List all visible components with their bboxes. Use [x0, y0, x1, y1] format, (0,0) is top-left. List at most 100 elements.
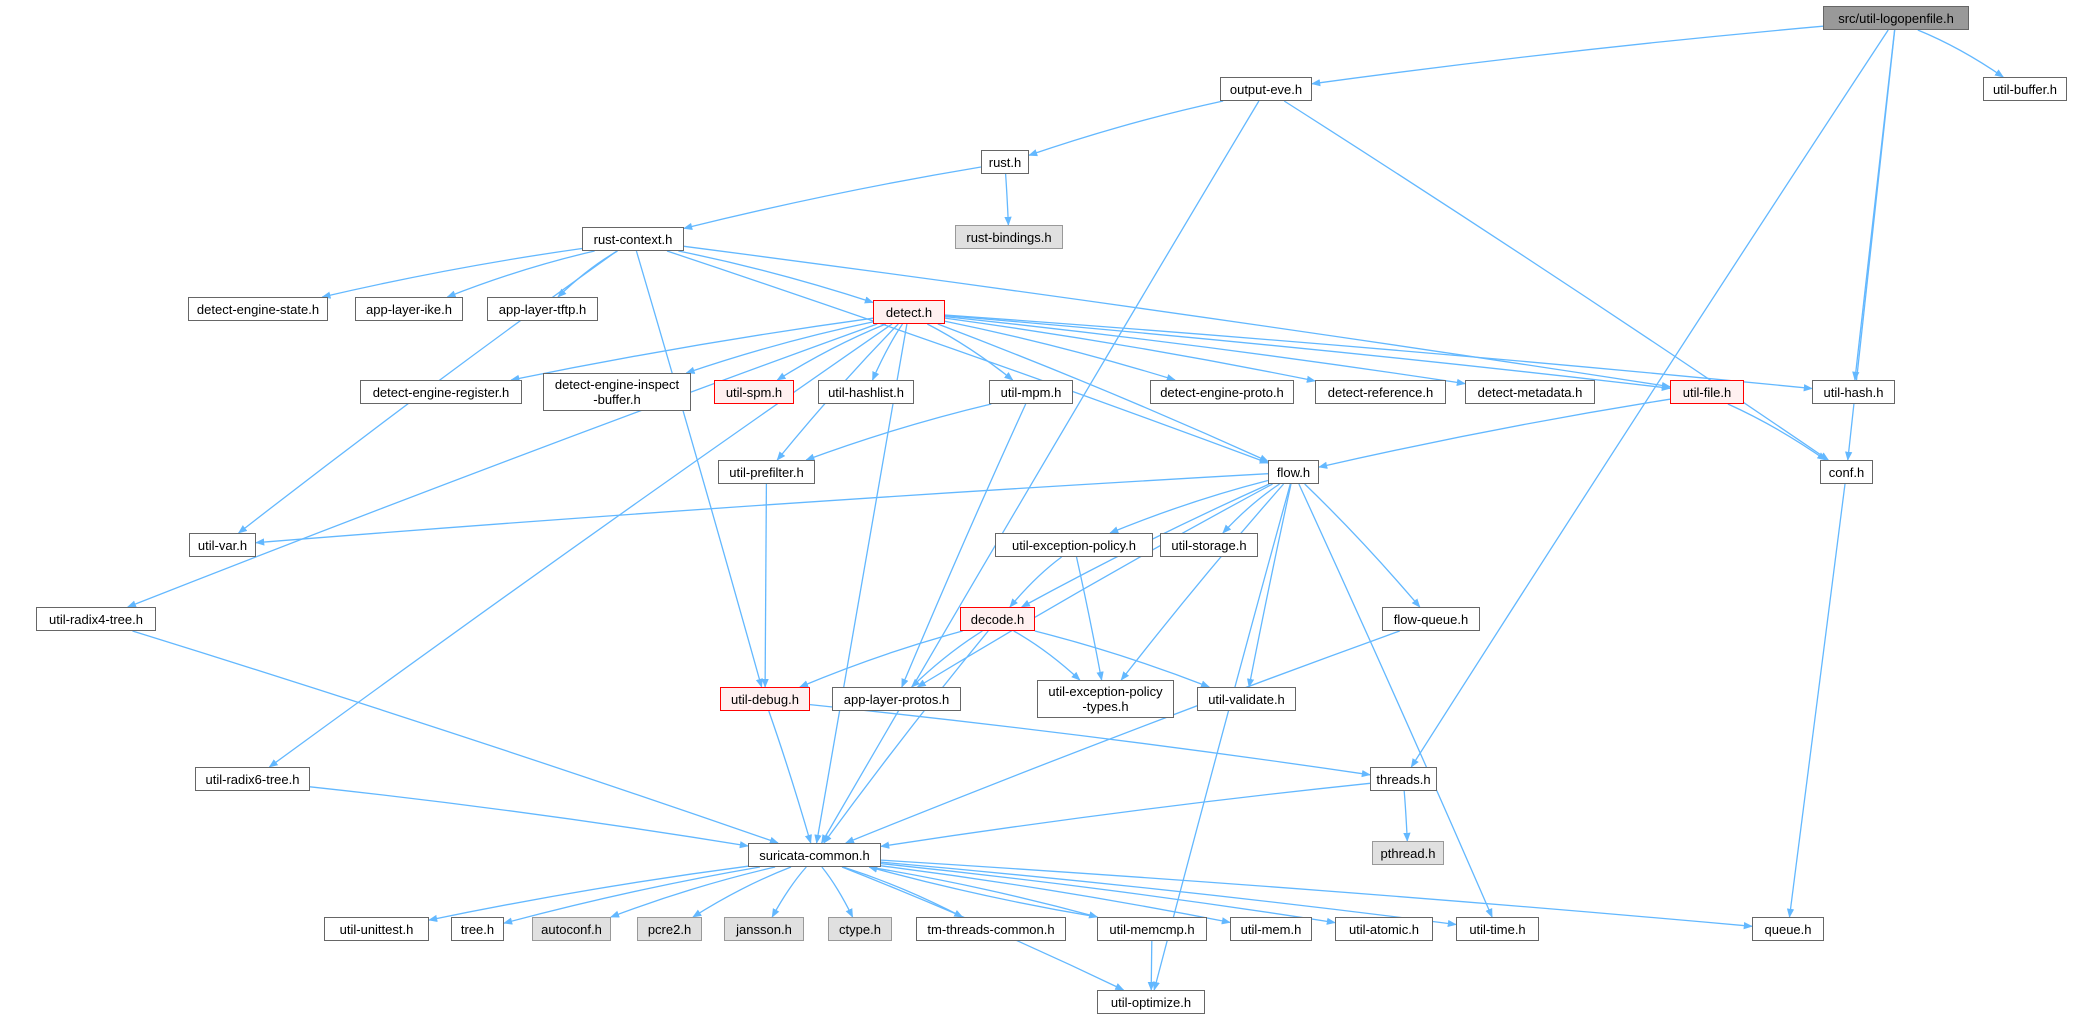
node-detect-engine-inspect-buffer[interactable]: detect-engine-inspect -buffer.h: [543, 373, 691, 411]
node-detect-engine-register[interactable]: detect-engine-register.h: [360, 380, 522, 404]
node-jansson[interactable]: jansson.h: [724, 917, 804, 941]
node-root[interactable]: src/util-logopenfile.h: [1823, 6, 1969, 30]
edge-detect-to-util-file: [944, 314, 1671, 391]
node-util-hashlist[interactable]: util-hashlist.h: [818, 380, 914, 404]
node-util-memcmp[interactable]: util-memcmp.h: [1097, 917, 1207, 941]
edge-flow-to-app-layer-protos: [916, 483, 1273, 688]
node-app-layer-protos[interactable]: app-layer-protos.h: [832, 687, 961, 711]
edge-util-exception-policy-to-util-exception-policy-types: [1075, 556, 1104, 681]
node-pthread[interactable]: pthread.h: [1372, 841, 1444, 865]
node-app-layer-ike[interactable]: app-layer-ike.h: [355, 297, 463, 321]
edge-suricata-common-to-util-memcmp: [869, 866, 1099, 919]
node-queue[interactable]: queue.h: [1752, 917, 1824, 941]
edge-flow-queue-to-suricata-common: [844, 630, 1400, 844]
edge-decode-to-suricata-common: [823, 630, 989, 844]
edge-detect-to-util-hashlist: [871, 323, 904, 381]
edge-suricata-common-to-queue: [880, 859, 1753, 930]
edge-rust-context-to-detect-engine-state: [321, 247, 583, 299]
edge-rust-to-rust-context: [683, 166, 982, 230]
node-flow[interactable]: flow.h: [1268, 460, 1319, 484]
edge-suricata-common-to-autoconf: [610, 866, 776, 918]
edge-util-memcmp-to-util-optimize: [1147, 940, 1155, 991]
node-output-eve[interactable]: output-eve.h: [1220, 77, 1312, 101]
edge-decode-to-util-exception-policy-types: [1013, 630, 1081, 681]
node-flow-queue[interactable]: flow-queue.h: [1382, 607, 1480, 631]
edge-rust-context-to-flow: [666, 250, 1269, 464]
edge-suricata-common-to-util-mem: [880, 865, 1231, 925]
edge-rust-context-to-detect: [678, 250, 874, 304]
node-threads[interactable]: threads.h: [1370, 767, 1437, 791]
node-conf[interactable]: conf.h: [1820, 460, 1873, 484]
node-util-exception-policy[interactable]: util-exception-policy.h: [995, 533, 1153, 557]
node-util-validate[interactable]: util-validate.h: [1197, 687, 1296, 711]
node-detect-engine-state[interactable]: detect-engine-state.h: [188, 297, 328, 321]
node-util-spm[interactable]: util-spm.h: [714, 380, 794, 404]
edge-conf-to-queue: [1786, 483, 1846, 918]
node-util-time[interactable]: util-time.h: [1456, 917, 1539, 941]
node-util-buffer[interactable]: util-buffer.h: [1983, 77, 2067, 101]
edge-root-to-util-buffer: [1917, 29, 2004, 78]
node-tree[interactable]: tree.h: [451, 917, 504, 941]
edge-suricata-common-to-jansson: [771, 866, 807, 918]
node-util-mem[interactable]: util-mem.h: [1230, 917, 1312, 941]
edge-decode-to-util-validate: [1034, 630, 1211, 688]
edge-util-exception-policy-to-decode: [1009, 556, 1062, 608]
edge-detect-to-detect-engine-proto: [944, 320, 1176, 382]
edge-rust-context-to-util-debug: [635, 250, 763, 688]
edge-flow-to-util-time: [1298, 483, 1493, 918]
node-util-var[interactable]: util-var.h: [189, 533, 256, 557]
edge-root-to-threads: [1410, 29, 1889, 768]
edge-rust-context-to-app-layer-ike: [446, 250, 595, 298]
edge-flow-to-util-exception-policy: [1109, 479, 1269, 534]
node-decode[interactable]: decode.h: [960, 607, 1035, 631]
node-util-file[interactable]: util-file.h: [1670, 380, 1744, 404]
node-util-radix6-tree[interactable]: util-radix6-tree.h: [195, 767, 310, 791]
edge-rust-context-to-util-file: [683, 245, 1671, 390]
edge-util-radix6-tree-to-suricata-common: [309, 786, 749, 849]
edge-suricata-common-to-util-atomic: [880, 862, 1336, 925]
edge-root-to-output-eve: [1311, 25, 1824, 87]
node-suricata-common[interactable]: suricata-common.h: [748, 843, 881, 867]
edge-detect-to-detect-engine-inspect-buffer: [685, 321, 874, 374]
edge-flow-to-flow-queue: [1304, 483, 1421, 608]
edge-detect-to-util-mpm: [927, 323, 1014, 381]
edge-util-debug-to-suricata-common: [768, 710, 812, 844]
node-util-debug[interactable]: util-debug.h: [720, 687, 810, 711]
edge-flow-to-util-var: [255, 473, 1269, 546]
edge-suricata-common-to-tree: [503, 866, 761, 925]
node-tm-threads-common[interactable]: tm-threads-common.h: [916, 917, 1066, 941]
edge-threads-to-suricata-common: [880, 782, 1371, 849]
node-util-prefilter[interactable]: util-prefilter.h: [718, 460, 815, 484]
edge-suricata-common-to-ctype: [821, 866, 854, 918]
node-detect[interactable]: detect.h: [873, 300, 945, 324]
node-util-unittest[interactable]: util-unittest.h: [324, 917, 429, 941]
node-util-mpm[interactable]: util-mpm.h: [989, 380, 1073, 404]
node-util-radix4-tree[interactable]: util-radix4-tree.h: [36, 607, 156, 631]
edge-detect-to-flow: [937, 323, 1269, 462]
node-util-storage[interactable]: util-storage.h: [1160, 533, 1258, 557]
node-detect-engine-proto[interactable]: detect-engine-proto.h: [1150, 380, 1294, 404]
edge-detect-to-detect-metadata: [944, 315, 1466, 386]
node-rust-bindings[interactable]: rust-bindings.h: [955, 225, 1063, 249]
node-autoconf[interactable]: autoconf.h: [532, 917, 611, 941]
node-pcre2[interactable]: pcre2.h: [637, 917, 702, 941]
node-app-layer-tftp[interactable]: app-layer-tftp.h: [487, 297, 598, 321]
edge-flow-to-util-storage: [1222, 483, 1280, 534]
edge-output-eve-to-conf: [1283, 100, 1830, 461]
node-util-atomic[interactable]: util-atomic.h: [1335, 917, 1433, 941]
node-detect-reference[interactable]: detect-reference.h: [1315, 380, 1446, 404]
node-util-hash[interactable]: util-hash.h: [1812, 380, 1895, 404]
edge-threads-to-pthread: [1403, 790, 1411, 842]
node-rust[interactable]: rust.h: [981, 150, 1029, 174]
edge-util-prefilter-to-util-debug: [761, 483, 769, 688]
edge-util-mpm-to-util-prefilter: [805, 403, 992, 461]
node-ctype[interactable]: ctype.h: [828, 917, 892, 941]
edge-detect-to-util-radix4-tree: [126, 323, 878, 608]
node-detect-metadata[interactable]: detect-metadata.h: [1465, 380, 1595, 404]
edge-decode-to-util-debug: [799, 630, 963, 688]
node-util-optimize[interactable]: util-optimize.h: [1097, 990, 1205, 1014]
node-rust-context[interactable]: rust-context.h: [582, 227, 684, 251]
node-util-exception-policy-types[interactable]: util-exception-policy -types.h: [1037, 680, 1174, 718]
edge-output-eve-to-rust: [1028, 100, 1224, 157]
